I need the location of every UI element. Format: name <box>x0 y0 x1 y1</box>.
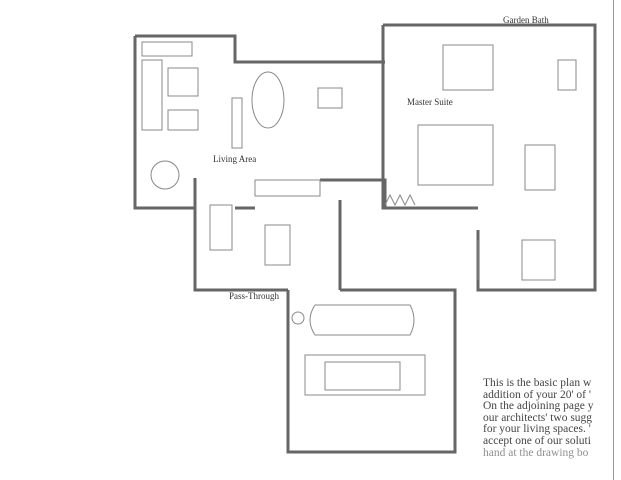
sofa <box>141 59 163 131</box>
dining-kitchen-walls <box>193 178 342 292</box>
living-area-walls <box>133 34 387 210</box>
description-line: our architects' two sugg <box>483 411 593 424</box>
door-swing <box>291 311 305 325</box>
garage-walls <box>286 288 457 454</box>
bathroom <box>417 124 494 186</box>
closet-hatching <box>384 193 479 280</box>
description-line: accept one of our soluti <box>483 434 591 447</box>
car-1 <box>309 304 415 336</box>
desk <box>317 87 343 109</box>
round-table <box>150 160 180 190</box>
page-edge <box>613 0 614 480</box>
bar <box>231 97 243 149</box>
description-line: This is the basic plan w <box>483 378 592 389</box>
bed-3 <box>521 239 556 281</box>
description-line: addition of your 20' of ' <box>483 388 591 401</box>
chair <box>167 109 199 131</box>
room-label-master-suite: Master Suite <box>407 97 453 107</box>
master-bed <box>442 44 494 91</box>
chair <box>141 41 193 57</box>
room-label-pass-through: Pass-Through <box>229 291 279 301</box>
bed-2 <box>524 144 556 191</box>
dining-table <box>251 71 285 129</box>
bathtub <box>557 59 577 91</box>
kitchen-island <box>264 224 291 266</box>
description-line: for your living spaces. ' <box>483 423 591 436</box>
description-line: hand at the drawing bo <box>483 446 589 459</box>
dining-table-2 <box>209 204 233 251</box>
description-line: On the adjoining page y <box>483 400 594 413</box>
car-2 <box>304 354 426 396</box>
kitchen-counter <box>254 179 321 197</box>
description-text: This is the basic plan w addition of you… <box>483 378 621 459</box>
room-label-garden-bath: Garden Bath <box>503 15 549 25</box>
room-label-living-area: Living Area <box>213 154 257 164</box>
coffee-table <box>167 67 199 97</box>
master-wing-walls <box>381 23 597 292</box>
